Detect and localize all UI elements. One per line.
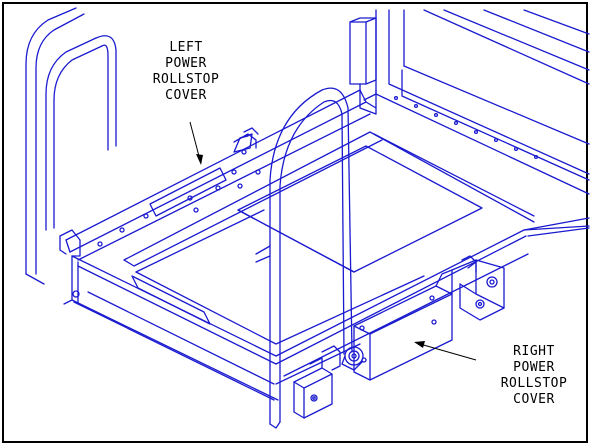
left-rail-bracket [233, 127, 259, 149]
left-rollstop-cover-plate [149, 167, 227, 217]
left-callout-line-2: POWER [165, 56, 207, 71]
front-left-bracket [293, 345, 341, 419]
left-callout-line-1: LEFT [169, 40, 203, 55]
left-callout-line-4: COVER [165, 88, 207, 103]
left-rail-holes [97, 149, 261, 247]
front-beam [59, 229, 279, 401]
rollstop-knob [341, 346, 364, 371]
lift-platform-drawing [25, 7, 590, 429]
left-callout-label: LEFT POWER ROLLSTOP COVER [136, 40, 236, 104]
drawing-frame: LEFT POWER ROLLSTOP COVER RIGHT POWER RO… [2, 2, 590, 443]
right-rollstop-cover [353, 269, 453, 381]
left-callout-leader [189, 121, 201, 161]
right-callout-arrowhead [414, 341, 425, 348]
left-back-handrail [25, 7, 117, 285]
left-side-rail [65, 89, 377, 261]
back-wall-holes [393, 95, 539, 160]
left-callout-line-3: ROLLSTOP [152, 72, 220, 87]
right-end-bracket [451, 255, 505, 321]
right-callout-leader [419, 343, 477, 361]
platform-floor [123, 131, 535, 345]
front-handrail [255, 87, 353, 429]
right-callout-line-4: COVER [513, 392, 555, 407]
right-callout-line-2: POWER [513, 360, 555, 375]
back-wall-panel [363, 9, 590, 195]
right-callout-label: RIGHT POWER ROLLSTOP COVER [484, 344, 584, 408]
back-post [349, 17, 377, 115]
right-callout-line-3: ROLLSTOP [500, 376, 568, 391]
right-callout-line-1: RIGHT [513, 344, 555, 359]
callout-leaders [189, 121, 477, 361]
left-callout-arrowhead [196, 154, 203, 165]
